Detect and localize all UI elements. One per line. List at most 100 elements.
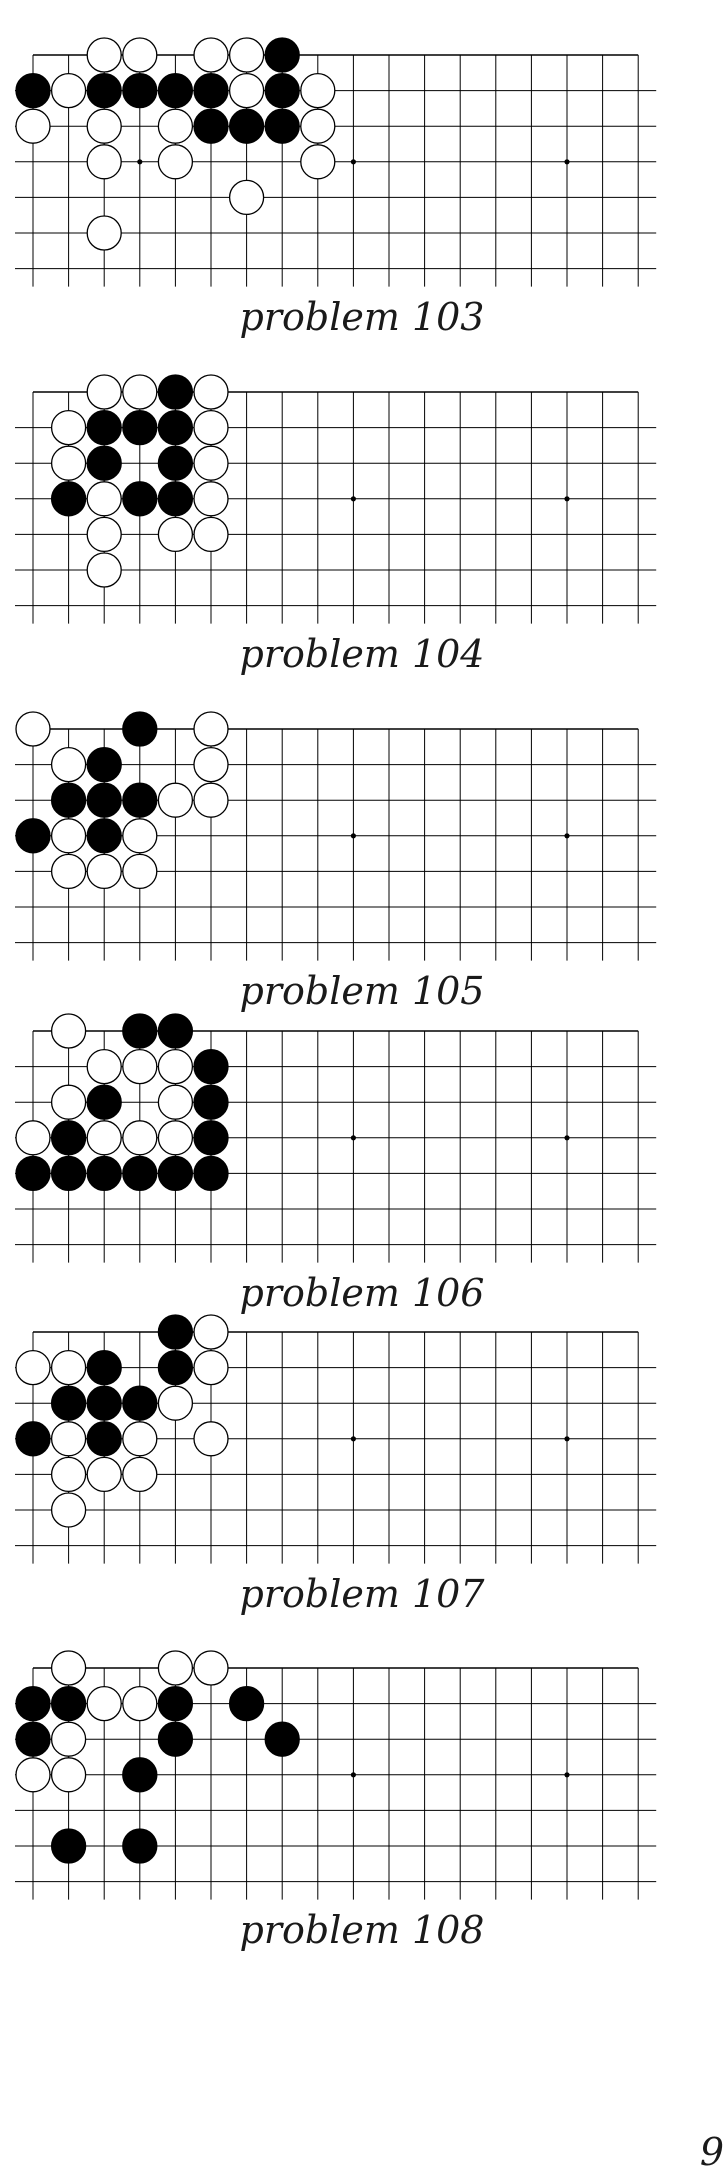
white-stone <box>86 374 122 410</box>
white-stone <box>50 746 87 783</box>
black-stone <box>122 1828 158 1864</box>
black-stone <box>157 1013 194 1049</box>
black-stone <box>50 782 87 818</box>
white-stone <box>50 1013 87 1049</box>
black-stone <box>122 1385 158 1421</box>
white-stone <box>193 746 229 783</box>
black-stone <box>86 746 122 783</box>
star-point <box>350 1135 356 1141</box>
black-stone <box>228 108 265 144</box>
white-stone <box>50 1492 87 1528</box>
white-stone <box>157 782 194 818</box>
white-stone <box>193 1314 229 1350</box>
white-stone <box>122 1421 158 1457</box>
white-stone <box>193 1421 229 1457</box>
white-stone <box>86 853 122 890</box>
white-stone <box>193 1349 229 1386</box>
black-stone <box>15 1155 51 1192</box>
white-stone <box>50 1456 87 1493</box>
white-stone <box>157 1385 194 1421</box>
white-stone <box>86 144 122 180</box>
star-point <box>564 496 570 502</box>
star-point <box>564 159 570 165</box>
white-stone <box>157 516 194 553</box>
white-stone <box>300 72 336 109</box>
white-stone <box>193 1650 229 1686</box>
black-stone <box>15 72 51 109</box>
problem-caption: problem 105 <box>239 968 485 1013</box>
black-stone <box>15 818 51 854</box>
black-stone <box>15 1421 51 1457</box>
white-stone <box>50 72 87 109</box>
white-stone <box>122 1048 158 1085</box>
go-board <box>15 1013 657 1263</box>
white-stone <box>193 445 229 481</box>
black-stone <box>50 1685 87 1722</box>
star-point <box>350 496 356 502</box>
black-stone <box>86 409 122 446</box>
white-stone <box>157 1048 194 1085</box>
white-stone <box>193 782 229 818</box>
black-stone <box>86 782 122 818</box>
white-stone <box>228 37 265 73</box>
white-stone <box>15 1757 51 1793</box>
white-stone <box>50 445 87 481</box>
black-stone <box>157 72 194 109</box>
black-stone <box>86 818 122 854</box>
black-stone <box>15 1685 51 1722</box>
star-point <box>564 1436 570 1442</box>
white-stone <box>86 1048 122 1085</box>
board-grid <box>15 1331 657 1564</box>
white-stone <box>122 1456 158 1493</box>
black-stone <box>157 1349 194 1386</box>
white-stone <box>86 481 122 517</box>
white-stone <box>86 1685 122 1722</box>
white-stone <box>15 1349 51 1386</box>
white-stone <box>86 1456 122 1493</box>
black-stone <box>50 1828 87 1864</box>
white-stone <box>15 711 51 747</box>
white-stone <box>193 711 229 747</box>
white-stone <box>15 1120 51 1156</box>
white-stone <box>50 1084 87 1120</box>
black-stone <box>122 409 158 446</box>
black-stone <box>157 1155 194 1192</box>
white-stone <box>300 144 336 180</box>
star-point <box>564 1772 570 1778</box>
white-stone <box>193 516 229 553</box>
problem-caption: problem 103 <box>239 294 485 339</box>
white-stone <box>50 409 87 446</box>
black-stone <box>86 1155 122 1192</box>
black-stone <box>122 1155 158 1192</box>
black-stone <box>264 37 300 73</box>
black-stone <box>157 1685 194 1722</box>
black-stone <box>122 1757 158 1793</box>
black-stone <box>86 1421 122 1457</box>
star-point <box>564 833 570 839</box>
white-stone <box>228 72 265 109</box>
star-point <box>564 1135 570 1141</box>
white-stone <box>86 1120 122 1156</box>
problem-caption: problem 104 <box>239 631 485 676</box>
white-stone <box>50 853 87 890</box>
black-stone <box>86 72 122 109</box>
white-stone <box>86 108 122 144</box>
white-stone <box>86 37 122 73</box>
black-stone <box>122 481 158 517</box>
white-stone <box>86 516 122 553</box>
star-point <box>350 1772 356 1778</box>
black-stone <box>86 1084 122 1120</box>
black-stone <box>86 1349 122 1386</box>
white-stone <box>157 1120 194 1156</box>
black-stone <box>122 711 158 747</box>
black-stone <box>157 1721 194 1757</box>
black-stone <box>193 1084 229 1120</box>
black-stone <box>122 72 158 109</box>
white-stone <box>193 409 229 446</box>
black-stone <box>50 1385 87 1421</box>
white-stone <box>157 108 194 144</box>
white-stone <box>122 374 158 410</box>
black-stone <box>50 1155 87 1192</box>
problem-caption: problem 108 <box>239 1907 485 1952</box>
